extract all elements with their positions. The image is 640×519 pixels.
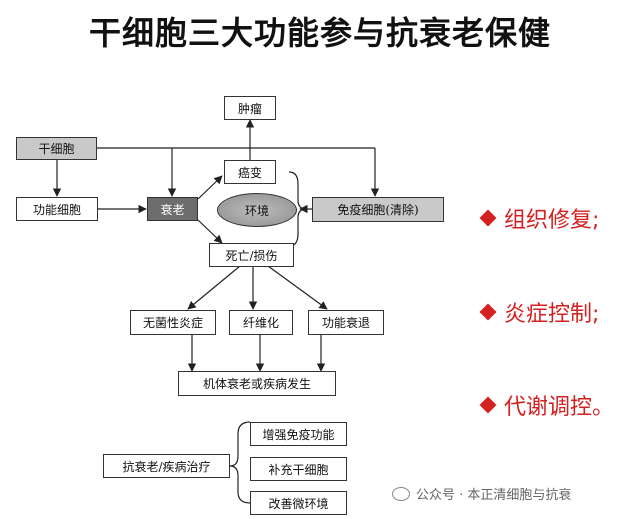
functional-cell-node: 功能细胞	[16, 197, 98, 221]
fibrosis-node: 纤维化	[229, 310, 293, 335]
bottom-brace	[229, 421, 251, 504]
wechat-icon	[392, 486, 410, 501]
death-to-decline-arrow	[267, 265, 328, 310]
supplement-stem-cells-node: 补充干细胞	[250, 457, 347, 481]
function-label: 组织修复;	[504, 208, 600, 233]
function-decline-node: 功能衰退	[308, 310, 384, 335]
stem-cell-node: 干细胞	[16, 137, 97, 160]
aging-node: 衰老	[147, 197, 198, 221]
function-label: 炎症控制;	[504, 302, 600, 327]
death-damage-node: 死亡/损伤	[209, 243, 294, 267]
aseptic-inflammation-node: 无菌性炎症	[130, 310, 216, 335]
body-aging-disease-node: 机体衰老或疾病发生	[178, 371, 336, 396]
red-diamond-icon	[479, 303, 497, 321]
canceration-node: 癌变	[224, 160, 276, 184]
watermark-text: 公众号 · 本正清细胞与抗衰	[416, 488, 572, 503]
immune-cell-node: 免疫细胞(清除)	[312, 197, 444, 222]
environment-node: 环境	[217, 193, 297, 227]
anti-aging-treatment-node: 抗衰老/疾病治疗	[103, 454, 230, 478]
red-diamond-icon	[479, 396, 497, 414]
curly-bracket	[288, 171, 307, 247]
page-title: 干细胞三大功能参与抗衰老保健	[88, 14, 551, 52]
tumor-node: 肿瘤	[224, 96, 276, 120]
death-to-inflammation-arrow	[187, 265, 241, 310]
function-item: 组织修复;	[479, 202, 600, 234]
function-label: 代谢调控。	[504, 395, 615, 420]
enhance-immunity-node: 增强免疫功能	[250, 422, 347, 446]
improve-microenvironment-node: 改善微环境	[250, 491, 347, 515]
red-diamond-icon	[479, 209, 497, 227]
function-item: 炎症控制;	[479, 296, 600, 328]
function-item: 代谢调控。	[479, 389, 615, 421]
aging-to-cancer-arrow	[197, 175, 223, 200]
aging-to-death-arrow	[197, 219, 223, 244]
watermark: 公众号 · 本正清细胞与抗衰	[392, 484, 571, 503]
